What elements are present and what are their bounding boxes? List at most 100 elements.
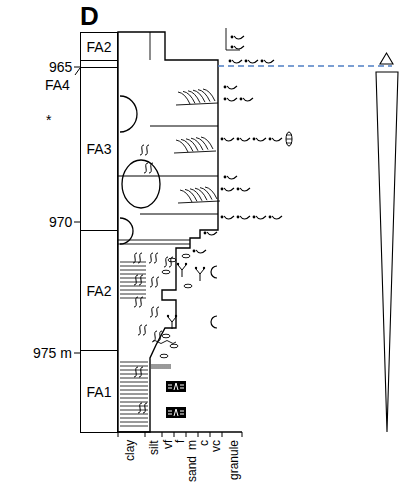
ripple-symbol xyxy=(245,60,248,63)
lamination xyxy=(120,390,148,391)
lamination xyxy=(120,278,146,279)
grain-size-profile xyxy=(118,32,218,432)
bioturbation-symbol xyxy=(139,367,143,377)
bedding-surface xyxy=(118,244,190,245)
lamination xyxy=(120,406,148,407)
ripple-symbol xyxy=(256,216,266,219)
lamination xyxy=(120,414,148,415)
bioturbation-symbol xyxy=(140,145,144,155)
ripple-symbol xyxy=(231,46,234,49)
ripple-symbol xyxy=(227,98,237,101)
bioturbation-symbol xyxy=(144,163,148,173)
bioturbation-symbol xyxy=(153,331,157,341)
bioturbation-symbol xyxy=(154,253,158,263)
bioturbation-symbol xyxy=(133,253,137,263)
depth-label: 970 xyxy=(49,214,72,230)
grain-size-label: m xyxy=(186,440,198,450)
trace-fossil-icon xyxy=(166,381,186,392)
grain-size-label: vf xyxy=(162,440,174,449)
lamination xyxy=(120,370,148,371)
concretion-symbol xyxy=(120,218,133,244)
bioturbation-symbol xyxy=(134,367,138,377)
depth-label: 975 m xyxy=(33,345,72,361)
lamination xyxy=(120,294,146,295)
lamination xyxy=(120,418,148,419)
ripple-symbol xyxy=(237,216,240,219)
grain-size-axis xyxy=(145,432,146,437)
trace-fossil-icon xyxy=(166,381,186,418)
cross-lamination xyxy=(174,89,220,203)
grain-size-axis xyxy=(222,432,223,437)
lamination xyxy=(168,364,169,369)
lamination xyxy=(164,364,165,369)
ripple-symbol xyxy=(272,138,282,141)
lamination xyxy=(160,364,161,369)
ripple-symbol xyxy=(240,98,243,101)
concretion-symbol xyxy=(122,160,160,208)
ripple-symbol xyxy=(221,138,224,141)
lamination xyxy=(120,262,176,426)
bioturbation-symbol xyxy=(155,307,159,317)
bioturbation-symbol xyxy=(150,307,154,317)
trend-triangle xyxy=(376,53,398,432)
lamination xyxy=(120,402,148,403)
pellet-symbol xyxy=(184,284,192,288)
grain-size-axis xyxy=(118,431,242,432)
ripple-symbol xyxy=(261,60,264,63)
pellet-symbol xyxy=(170,344,178,348)
cross-lamination xyxy=(176,103,218,105)
ripple-symbol xyxy=(237,188,240,191)
burrow-symbol xyxy=(195,267,197,269)
burrow-symbol xyxy=(196,269,204,281)
grain-size-label: clay xyxy=(124,440,136,461)
pellet-symbol xyxy=(160,354,168,358)
facies-box: FA2 xyxy=(80,32,118,61)
facies-box: FA1 xyxy=(80,350,118,433)
bioturbation-symbol xyxy=(155,277,159,287)
ripple-symbol xyxy=(193,250,196,253)
ripple-symbol xyxy=(227,176,237,179)
grain-size-axis xyxy=(162,432,163,437)
bioturbation-symbol xyxy=(149,253,153,263)
ripple-symbol xyxy=(240,138,250,141)
lamination xyxy=(120,266,146,267)
lamination xyxy=(158,364,159,369)
pellet-symbol xyxy=(160,254,192,358)
grain-size-axis xyxy=(242,432,243,437)
lamination xyxy=(120,290,146,291)
bioturbation-symbol xyxy=(143,325,147,335)
bedding-surface xyxy=(140,214,218,215)
lamination xyxy=(120,426,148,427)
ripple-symbol xyxy=(196,250,206,253)
lamination xyxy=(120,398,148,399)
ripple-symbol xyxy=(234,46,244,49)
ripple-symbol xyxy=(204,232,207,235)
lamination xyxy=(152,364,153,369)
lamination xyxy=(120,374,148,375)
lamination xyxy=(120,362,148,363)
cross-lamination xyxy=(178,201,220,203)
lamination xyxy=(120,378,148,379)
trace-fossil-icon xyxy=(168,383,184,390)
ripple-symbol xyxy=(264,60,274,63)
grain-size-label: c xyxy=(198,440,210,446)
ripple-symbol xyxy=(224,86,227,89)
lamination xyxy=(120,366,148,367)
ripple-symbol xyxy=(193,28,292,253)
concretion-symbol xyxy=(120,96,137,132)
lamination xyxy=(120,410,148,411)
ripple-symbol xyxy=(240,216,250,219)
ripple-symbol xyxy=(269,216,272,219)
grain-size-axis xyxy=(210,432,211,437)
pellet-symbol xyxy=(168,258,176,262)
grain-size-label: silt xyxy=(148,440,160,455)
bioturbation-symbol xyxy=(138,403,142,413)
burrow-symbol xyxy=(167,263,217,329)
trace-fossil-icon xyxy=(168,409,184,416)
bioturbation-symbol xyxy=(134,275,138,285)
bioturbation-symbol xyxy=(133,145,173,413)
lamination xyxy=(120,274,146,275)
ripple-symbol xyxy=(224,176,227,179)
grain-size-label: sand xyxy=(186,456,198,482)
grain-size-profile xyxy=(118,32,218,432)
